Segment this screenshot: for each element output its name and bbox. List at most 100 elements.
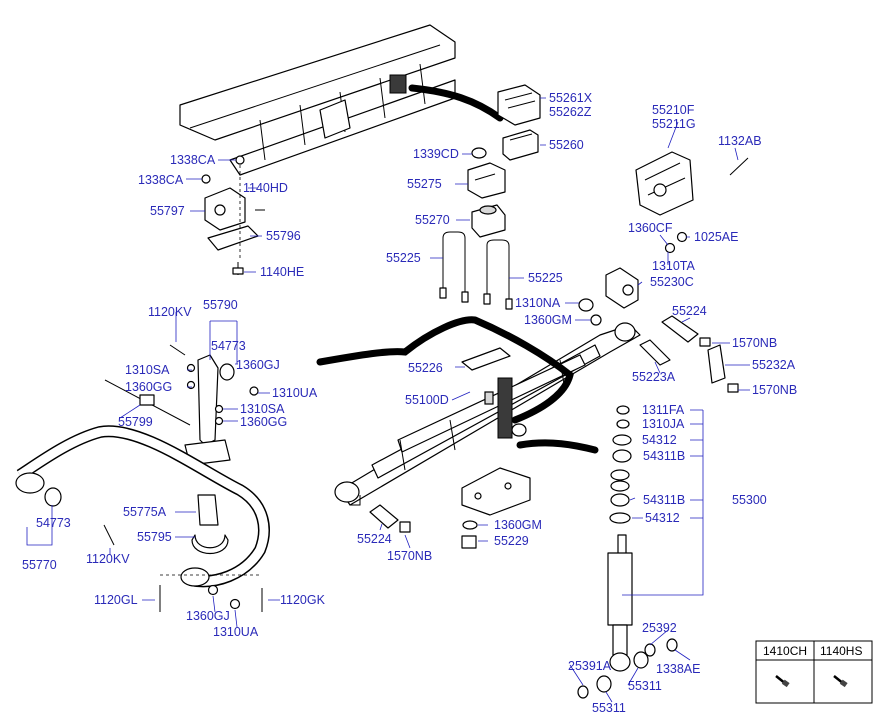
label-1338ae: 1338AE	[656, 662, 700, 676]
label-1310ta: 1310TA	[652, 259, 696, 273]
nut-1310na	[578, 298, 594, 312]
label-25391a: 25391A	[568, 659, 612, 673]
bracket-55210f	[635, 151, 694, 216]
washer-54312-b	[609, 512, 631, 524]
washer-1360gm-a	[590, 314, 602, 326]
label-1338ca-b: 1338CA	[138, 173, 184, 187]
label-55211g: 55211G	[652, 117, 696, 131]
bushing-55224-b	[369, 504, 399, 529]
label-55796: 55796	[266, 229, 301, 243]
label-1140he: 1140HE	[260, 265, 304, 279]
bushing-54311b-b	[610, 493, 630, 507]
bracket-55797	[204, 187, 246, 231]
label-1360gg-a: 1360GG	[125, 380, 172, 394]
shock-absorber-mid	[497, 377, 527, 439]
label-55210f: 55210F	[652, 103, 695, 117]
stud-55226	[484, 391, 494, 405]
grease-nipple-1570nb-b	[727, 383, 739, 393]
label-1025ae: 1025AE	[694, 230, 738, 244]
shock-stack	[609, 405, 632, 524]
nut-1310ua-b	[229, 598, 241, 610]
label-1310sa-a: 1310SA	[125, 363, 170, 377]
label-1570nb-b: 1570NB	[752, 383, 797, 397]
grease-nipple-1570nb-c	[399, 521, 411, 533]
bracket-55261x	[497, 84, 541, 126]
bolt-1132ab	[729, 157, 749, 176]
label-1338ca-a: 1338CA	[170, 153, 216, 167]
nut-1310sa-b	[214, 404, 224, 414]
plate-55232a	[707, 344, 726, 384]
spring-arrow-bottom	[516, 439, 599, 454]
label-55261x: 55261X	[549, 91, 593, 105]
label-54773-a: 54773	[211, 339, 246, 353]
label-55270: 55270	[415, 213, 450, 227]
label-1360gj-a: 1360GJ	[236, 358, 280, 372]
label-1311fa: 1311FA	[642, 403, 685, 417]
label-54311b-a: 54311B	[643, 449, 685, 463]
label-55311-a: 55311	[628, 679, 662, 693]
nut-1025ae	[676, 231, 688, 243]
label-55224-b: 55224	[357, 532, 392, 546]
washer-54312-a	[612, 434, 632, 446]
bumper-55270	[471, 204, 506, 238]
label-55260: 55260	[549, 138, 584, 152]
label-1310ja: 1310JA	[642, 417, 685, 431]
part-labels: 55261X 55262Z 55260 1339CD 55275 55270 5…	[22, 91, 797, 715]
label-55790: 55790	[203, 298, 238, 312]
label-55275: 55275	[407, 177, 442, 191]
label-55300: 55300	[732, 493, 767, 507]
nut-1338ca-b	[201, 174, 211, 184]
washer-1360gg-a	[186, 380, 196, 390]
label-55770: 55770	[22, 558, 57, 572]
shock-absorber-55300	[607, 534, 633, 672]
bolt-1140hs-icon	[833, 675, 848, 688]
clamp-55226	[461, 347, 511, 371]
label-55795: 55795	[137, 530, 172, 544]
label-1360gj-b: 1360GJ	[186, 609, 230, 623]
table-header-1410ch: 1410CH	[763, 644, 807, 658]
bushing-54311b-a	[612, 449, 632, 463]
label-55226: 55226	[408, 361, 443, 375]
label-55225-b: 55225	[528, 271, 563, 285]
label-55224-a: 55224	[672, 304, 707, 318]
pad-55260	[502, 129, 539, 161]
nut-1310sa-a	[186, 363, 196, 373]
label-55311-b: 55311	[592, 701, 626, 715]
shackle-55230c	[605, 267, 639, 309]
label-1132ab: 1132AB	[718, 134, 762, 148]
label-1570nb-c: 1570NB	[387, 549, 432, 563]
label-54773-b: 54773	[36, 516, 71, 530]
label-55229: 55229	[494, 534, 529, 548]
bushing-54773-a	[219, 363, 235, 381]
label-1310na: 1310NA	[515, 296, 561, 310]
label-25392: 25392	[642, 621, 677, 635]
label-1310ua-b: 1310UA	[213, 625, 259, 639]
spring-arrow-left	[316, 316, 574, 424]
label-1360gg-b: 1360GG	[240, 415, 287, 429]
label-1120kv-a: 1120KV	[148, 305, 192, 319]
label-54311b-b: 54311B	[643, 493, 685, 507]
spring-seat	[461, 467, 531, 516]
nut-1311fa	[616, 405, 630, 415]
bushing-55224-a	[661, 315, 699, 343]
label-55797: 55797	[150, 204, 185, 218]
label-55225-a: 55225	[386, 251, 421, 265]
washer-1360gg-b	[214, 416, 224, 426]
label-55100d: 55100D	[405, 393, 449, 407]
washer-1360gj-b	[207, 584, 219, 596]
label-55230c: 55230C	[650, 275, 694, 289]
clamp-55795	[191, 534, 229, 554]
nut-55229	[461, 535, 477, 549]
grease-nipple-1570nb-a	[699, 337, 711, 347]
label-1310ua-a: 1310UA	[272, 386, 318, 400]
label-1120kv-b: 1120KV	[86, 552, 130, 566]
u-bolt-right	[483, 239, 513, 310]
link-55799	[104, 379, 191, 426]
label-55232a: 55232A	[752, 358, 796, 372]
leader-lines	[26, 97, 750, 703]
label-1339cd: 1339CD	[413, 147, 459, 161]
label-1140hd: 1140HD	[243, 181, 288, 195]
washer-1360cf	[664, 242, 676, 254]
fastener-table: 1410CH 1140HS	[755, 640, 873, 704]
